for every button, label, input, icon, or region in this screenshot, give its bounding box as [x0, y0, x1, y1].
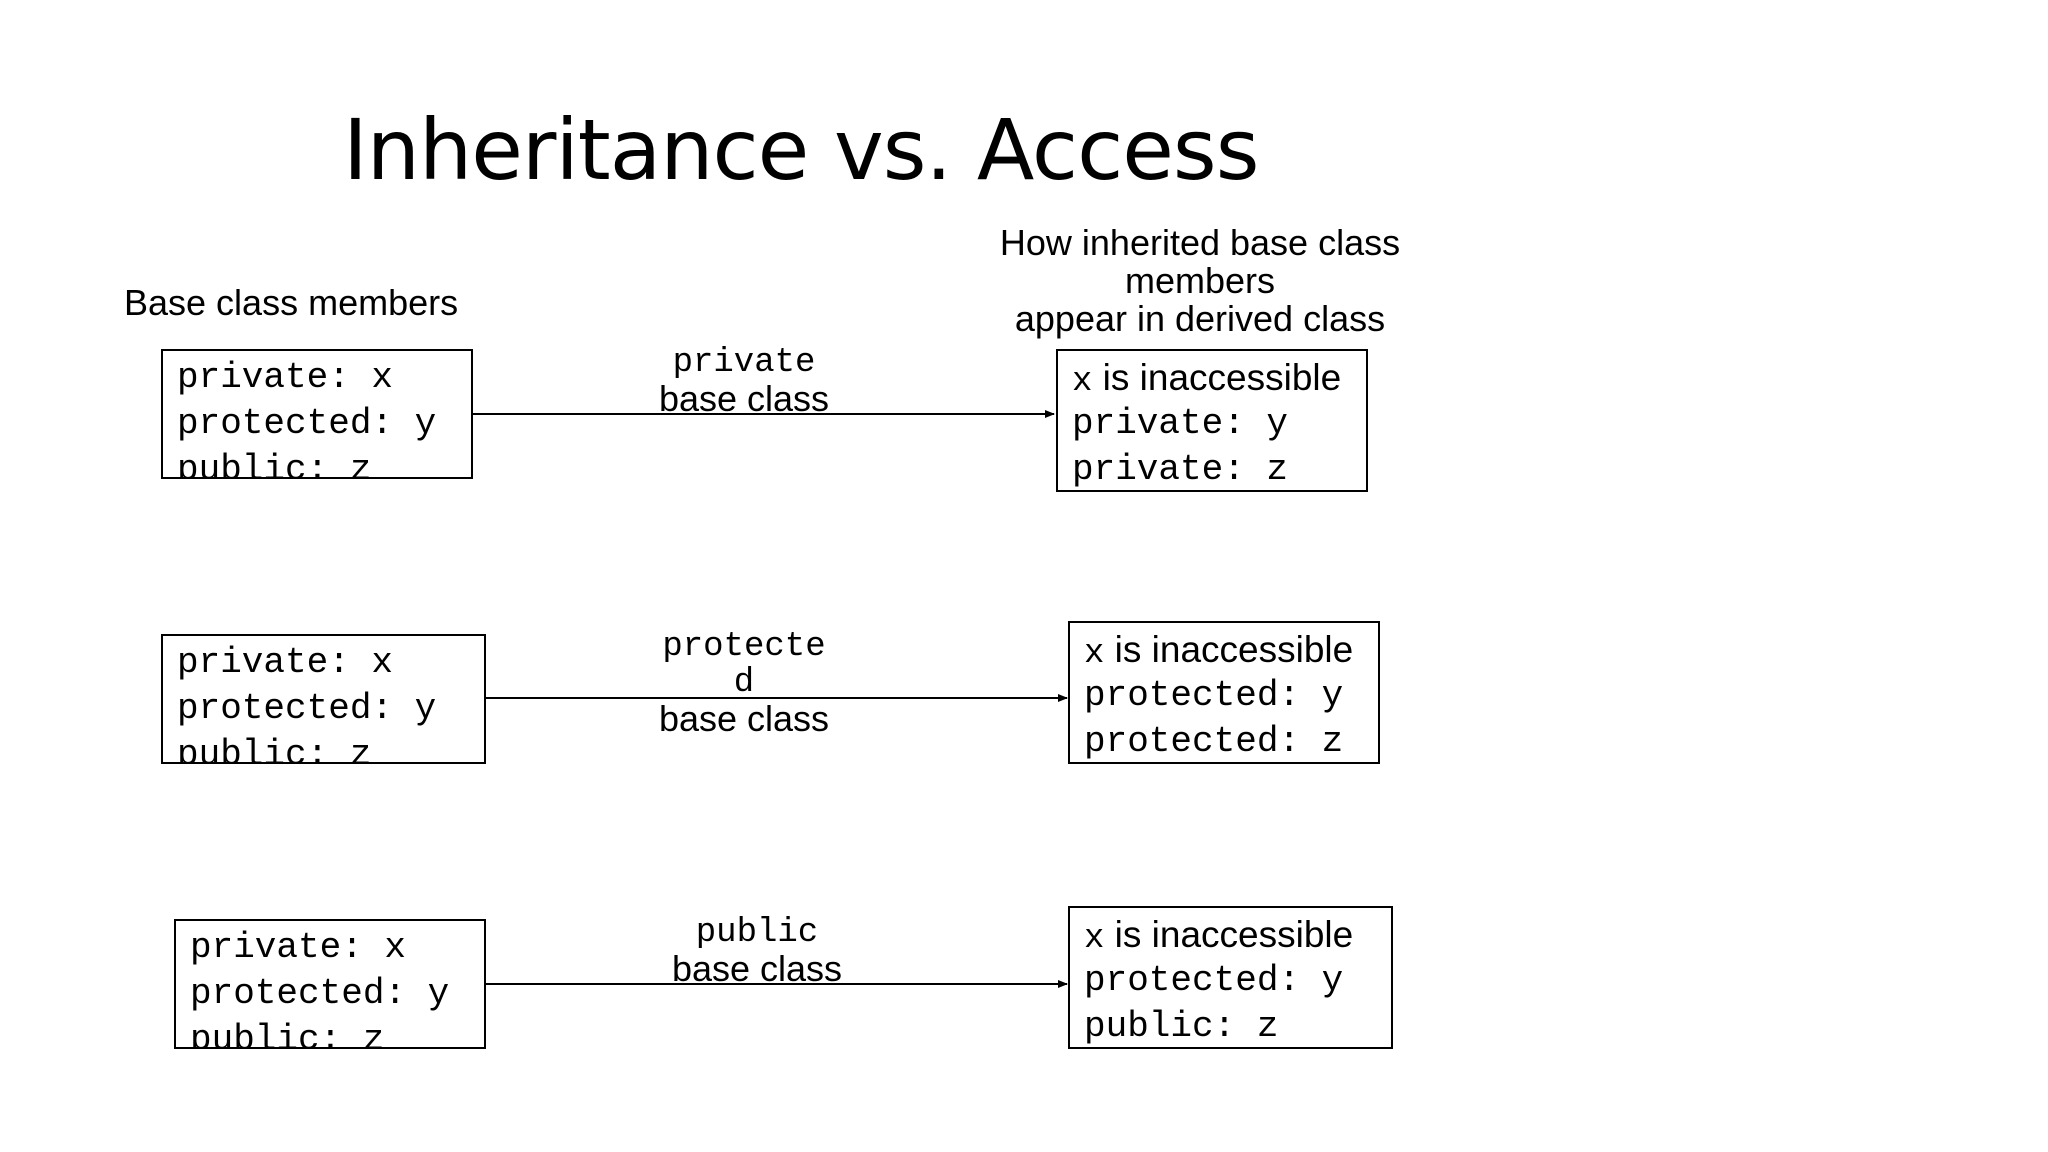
base-member-public-z: public: z	[177, 449, 372, 479]
inaccessible-text: is inaccessible	[1104, 629, 1354, 670]
base-member-protected-y: protected: y	[177, 688, 437, 729]
base-members-heading: Base class members	[124, 282, 459, 323]
derived-heading-line-2: members	[1124, 260, 1276, 301]
base-member-public-z: public: z	[177, 734, 372, 764]
base-member-public-z: public: z	[190, 1019, 385, 1049]
inheritance-keyword-protected-part-1: protecte	[662, 628, 826, 666]
derived-class-box-private-row: x is inaccessible private: y private: z	[1056, 349, 1368, 492]
derived-member-z: private: z	[1072, 449, 1289, 490]
derived-heading-line-3: appear in derived class	[1014, 298, 1386, 339]
derived-class-box-public-row: x is inaccessible protected: y public: z	[1068, 906, 1393, 1049]
derived-member-x-inaccessible: x is inaccessible	[1070, 908, 1391, 958]
inheritance-keyword-public: public	[695, 914, 819, 952]
derived-member-y: protected: y	[1084, 960, 1344, 1001]
inheritance-base-class-label: base class	[658, 378, 830, 419]
base-member-private-x: private: x	[190, 927, 407, 968]
page-title: Inheritance vs. Access	[343, 101, 1259, 199]
inaccessible-text: is inaccessible	[1092, 357, 1342, 398]
private-inheritance-label: private base class	[614, 345, 874, 417]
derived-member-x-inaccessible: x is inaccessible	[1058, 351, 1366, 401]
derived-heading-line-1: How inherited base class	[999, 222, 1401, 263]
protected-inheritance-label: protecte d base class	[614, 629, 874, 737]
inheritance-base-class-label: base class	[671, 948, 843, 989]
public-inheritance-label: public base class	[627, 915, 887, 987]
inheritance-base-class-label: base class	[658, 698, 830, 739]
derived-member-x: x	[1084, 635, 1105, 673]
base-class-box-private-row: private: x protected: y public: z	[161, 349, 473, 479]
base-member-private-x: private: x	[177, 357, 394, 398]
derived-members-heading: How inherited base class members appear …	[960, 224, 1440, 338]
derived-member-z: protected: z	[1084, 721, 1344, 762]
derived-member-y: private: y	[1072, 403, 1289, 444]
base-member-private-x: private: x	[177, 642, 394, 683]
base-class-box-protected-row: private: x protected: y public: z	[161, 634, 486, 764]
inheritance-keyword-private: private	[672, 344, 816, 382]
derived-member-y: protected: y	[1084, 675, 1344, 716]
base-member-protected-y: protected: y	[177, 403, 437, 444]
derived-class-box-protected-row: x is inaccessible protected: y protected…	[1068, 621, 1380, 764]
base-class-box-public-row: private: x protected: y public: z	[174, 919, 486, 1049]
derived-member-x-inaccessible: x is inaccessible	[1070, 623, 1378, 673]
base-member-protected-y: protected: y	[190, 973, 450, 1014]
derived-member-x: x	[1072, 363, 1093, 401]
derived-member-z: public: z	[1084, 1006, 1279, 1047]
inheritance-keyword-protected-part-2: d	[733, 664, 755, 702]
derived-member-x: x	[1084, 920, 1105, 958]
inaccessible-text: is inaccessible	[1104, 914, 1354, 955]
